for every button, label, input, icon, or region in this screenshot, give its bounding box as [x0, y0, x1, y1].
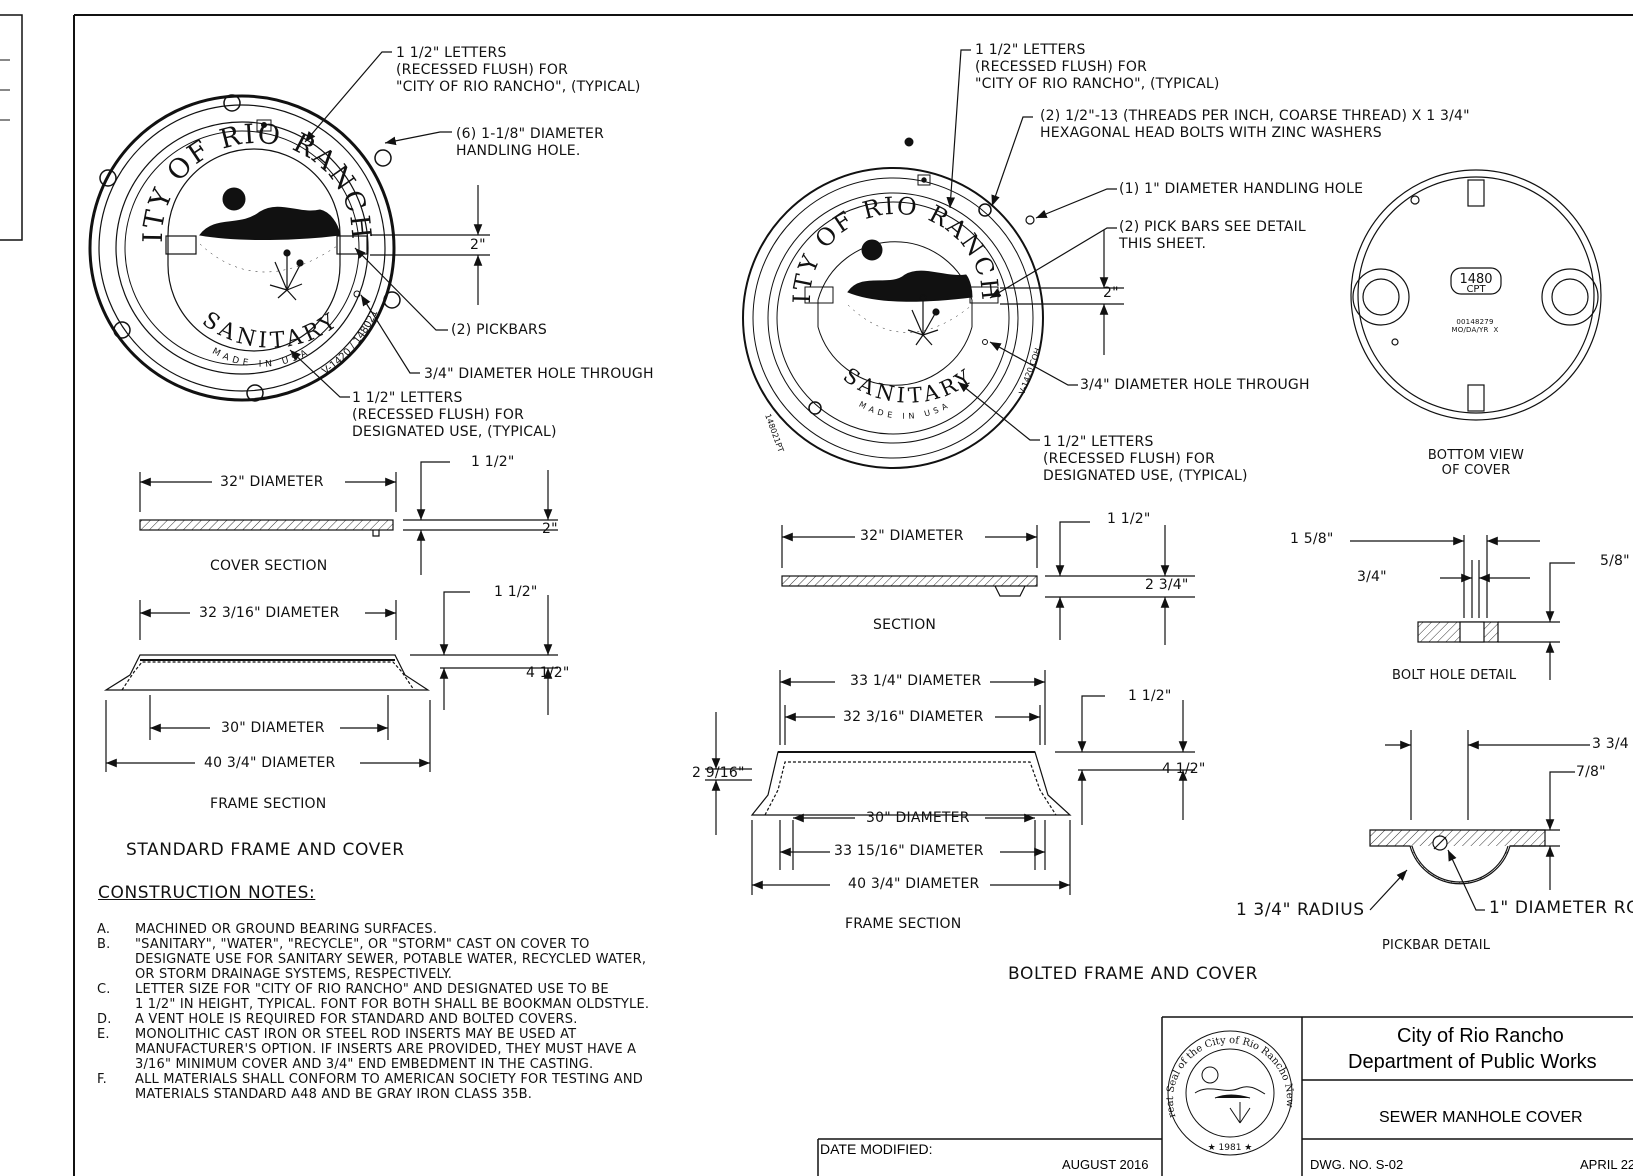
- bolt-hole-dim-b: 3/4": [1357, 569, 1387, 585]
- pickbar-rod: 1" DIAMETER ROD: [1489, 898, 1633, 918]
- svg-text:CPT: CPT: [1466, 284, 1486, 295]
- date-modified-value: AUGUST 2016: [1062, 1157, 1149, 1172]
- bottom-view-small-text: 00148279 MO/DA/YR X: [1451, 318, 1499, 334]
- std-frame-label: FRAME SECTION: [210, 796, 327, 812]
- bolt-callout-bolts: (2) 1/2"-13 (THREADS PER INCH, COARSE TH…: [1040, 108, 1470, 141]
- bottom-view: [1350, 169, 1602, 421]
- note-item: A. MACHINED OR GROUND BEARING SURFACES.: [97, 922, 737, 937]
- tb-drawing-title: SEWER MANHOLE COVER: [1379, 1109, 1583, 1126]
- pickbar-dim-a: 3 3/4: [1592, 736, 1629, 752]
- note-text: "SANITARY", "WATER", "RECYCLE", OR "STOR…: [135, 937, 647, 982]
- bolt-callout-pickbars: (2) PICK BARS SEE DETAIL THIS SHEET.: [1119, 219, 1306, 252]
- std-cover-label: COVER SECTION: [210, 558, 328, 574]
- svg-text:1480: 1480: [1459, 272, 1492, 287]
- standard-frame-section: [103, 591, 558, 772]
- bottom-view-label: BOTTOM VIEW OF COVER: [1427, 448, 1525, 478]
- note-text: MACHINED OR GROUND BEARING SURFACES.: [135, 922, 438, 937]
- bolted-frame-section: [705, 670, 1195, 895]
- bolted-cover-plan: [742, 137, 1044, 469]
- pickbar-label: PICKBAR DETAIL: [1382, 938, 1491, 953]
- cover-use-text: SANITARY: [198, 307, 345, 354]
- note-text: ALL MATERIALS SHALL CONFORM TO AMERICAN …: [135, 1072, 643, 1102]
- note-text: LETTER SIZE FOR "CITY OF RIO RANCHO" AND…: [135, 982, 650, 1012]
- bolt-hole-label: BOLT HOLE DETAIL: [1392, 668, 1517, 683]
- bolt-frame-dim-side: 4 1/2": [1162, 761, 1206, 777]
- pickbar-dim-b: 7/8": [1576, 764, 1606, 780]
- pickbar-radius: 1 3/4" RADIUS: [1236, 900, 1365, 920]
- note-text: MONOLITHIC CAST IRON OR STEEL ROD INSERT…: [135, 1027, 637, 1072]
- tb-city: City of Rio Rancho: [1397, 1025, 1564, 1047]
- tb-dwg-no: DWG. NO. S-02: [1310, 1157, 1404, 1172]
- std-cover-dim-top: 1 1/2": [471, 454, 515, 470]
- bolt-callout-handling-hole: (1) 1" DIAMETER HANDLING HOLE: [1119, 181, 1364, 197]
- bolt-frame-dim-top: 1 1/2": [1128, 688, 1172, 704]
- std-title: STANDARD FRAME AND COVER: [126, 840, 405, 860]
- bolt-hole-dim-c: 5/8": [1600, 553, 1630, 569]
- title-block: [817, 1016, 1633, 1176]
- bolt-frame-dim-left: 2 9/16": [692, 765, 745, 781]
- bolt-callout-hole-through: 3/4" DIAMETER HOLE THROUGH: [1080, 377, 1310, 393]
- standard-cover-plan: [88, 94, 401, 402]
- std-frame-dim-side: 4 1/2": [526, 665, 570, 681]
- note-item: E. MONOLITHIC CAST IRON OR STEEL ROD INSE…: [97, 1027, 737, 1072]
- std-frame-diameter-inner: 30" DIAMETER: [221, 720, 325, 736]
- std-frame-diameter-top: 32 3/16" DIAMETER: [199, 605, 340, 621]
- note-item: B. "SANITARY", "WATER", "RECYCLE", OR "ST…: [97, 937, 737, 982]
- note-key: E.: [97, 1027, 110, 1042]
- tb-date: APRIL 22: [1580, 1157, 1633, 1172]
- construction-notes: A.MACHINED OR GROUND BEARING SURFACES.B.…: [97, 922, 737, 1102]
- bolt-dim-2: 2": [1103, 285, 1119, 301]
- standard-cover-section: [139, 461, 558, 575]
- bolt-frame-diameter-d: 33 15/16" DIAMETER: [834, 843, 984, 859]
- std-frame-diameter-outer: 40 3/4" DIAMETER: [204, 755, 336, 771]
- note-key: B.: [97, 937, 111, 952]
- bolt-section-dim-top: 1 1/2": [1107, 511, 1151, 527]
- bolt-frame-diameter-e: 40 3/4" DIAMETER: [848, 876, 980, 892]
- bolt-frame-diameter-b: 32 3/16" DIAMETER: [843, 709, 984, 725]
- bolt-hole-detail: [1350, 535, 1575, 680]
- std-callout-handling-hole: (6) 1-1/8" DIAMETER HANDLING HOLE.: [456, 126, 604, 159]
- note-text: A VENT HOLE IS REQUIRED FOR STANDARD AND…: [135, 1012, 578, 1027]
- note-item: D. A VENT HOLE IS REQUIRED FOR STANDARD A…: [97, 1012, 737, 1027]
- std-cover-diameter: 32" DIAMETER: [220, 474, 324, 490]
- note-item: C. LETTER SIZE FOR "CITY OF RIO RANCHO" A…: [97, 982, 737, 1012]
- std-dim-2: 2": [470, 237, 486, 253]
- bolt-section-label: SECTION: [873, 617, 937, 633]
- std-callout-letters-use: 1 1/2" LETTERS (RECESSED FLUSH) FOR DESI…: [352, 390, 557, 440]
- std-callout-letters-city: 1 1/2" LETTERS (RECESSED FLUSH) FOR "CIT…: [396, 45, 641, 95]
- svg-text:★ 1981 ★: ★ 1981 ★: [1208, 1143, 1253, 1153]
- city-seal: [1167, 1030, 1293, 1156]
- note-key: C.: [97, 982, 111, 997]
- bolted-cover-use-text: SANITARY: [839, 363, 979, 408]
- date-modified-label: DATE MODIFIED:: [820, 1141, 933, 1157]
- std-callout-pickbars: (2) PICKBARS: [451, 322, 548, 338]
- bolt-frame-label: FRAME SECTION: [845, 916, 962, 932]
- note-key: A.: [97, 922, 111, 937]
- sheet-border: [0, 14, 1633, 1176]
- svg-text:V-1420 COH: V-1420 COH: [1017, 347, 1042, 396]
- bolt-frame-diameter-a: 33 1/4" DIAMETER: [850, 673, 982, 689]
- bolt-title: BOLTED FRAME AND COVER: [1008, 964, 1259, 984]
- tb-department: Department of Public Works: [1348, 1051, 1597, 1073]
- cover-city-text: CITY OF RIO RANCHO: [0, 0, 377, 243]
- bolt-callout-letters-use: 1 1/2" LETTERS (RECESSED FLUSH) FOR DESI…: [1043, 434, 1248, 484]
- bolt-frame-diameter-c: 30" DIAMETER: [866, 810, 970, 826]
- note-item: F. ALL MATERIALS SHALL CONFORM TO AMERICA…: [97, 1072, 737, 1102]
- notes-heading: CONSTRUCTION NOTES:: [98, 883, 316, 903]
- bolt-section-diameter: 32" DIAMETER: [860, 528, 964, 544]
- std-frame-dim-top: 1 1/2": [494, 584, 538, 600]
- std-cover-dim-side: 2": [542, 521, 558, 537]
- bolt-hole-dim-a: 1 5/8": [1290, 531, 1334, 547]
- bolt-section-dim-side: 2 3/4": [1145, 577, 1189, 593]
- bolt-callout-letters-city: 1 1/2" LETTERS (RECESSED FLUSH) FOR "CIT…: [975, 42, 1220, 92]
- bolted-section: [781, 521, 1195, 645]
- note-key: F.: [97, 1072, 107, 1087]
- pickbar-detail: [1369, 730, 1590, 911]
- std-callout-hole-through: 3/4" DIAMETER HOLE THROUGH: [424, 366, 654, 382]
- note-key: D.: [97, 1012, 112, 1027]
